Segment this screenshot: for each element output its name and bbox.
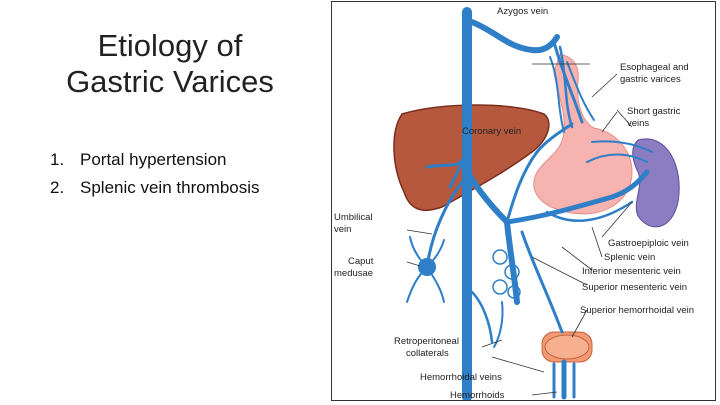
caput-medusae bbox=[418, 258, 436, 276]
portal-branch-left bbox=[425, 160, 464, 169]
label-coronary-vein: Coronary vein bbox=[462, 126, 521, 137]
portal-venous-diagram: Azygos vein Esophageal and gastric varic… bbox=[334, 6, 694, 401]
stomach bbox=[533, 53, 633, 215]
label-umbilical-2: vein bbox=[334, 224, 351, 235]
label-inferior-mesenteric: Inferior mesenteric vein bbox=[582, 266, 681, 277]
label-esophageal-2: gastric varices bbox=[620, 74, 681, 85]
vein-network bbox=[406, 7, 653, 400]
portal-branch-right bbox=[448, 160, 464, 189]
azygos-vein bbox=[469, 19, 560, 54]
esophageal-varices bbox=[552, 40, 584, 124]
label-retroperitoneal-1: Retroperitoneal bbox=[394, 336, 459, 347]
label-hemorrhoidal-veins: Hemorrhoidal veins bbox=[420, 372, 502, 383]
umbilical-vein bbox=[425, 180, 464, 269]
retroperitoneal-collaterals bbox=[470, 290, 494, 344]
inferior-mesenteric-vein bbox=[520, 230, 564, 334]
label-retroperitoneal-2: collaterals bbox=[406, 348, 449, 359]
list-text: Splenic vein thrombosis bbox=[80, 178, 260, 197]
anatomy-figure: Azygos vein Esophageal and gastric varic… bbox=[331, 1, 716, 401]
label-azygos-vein: Azygos vein bbox=[497, 6, 548, 17]
title-line-1: Etiology of bbox=[97, 28, 243, 63]
label-short-gastric-2: veins bbox=[627, 118, 649, 129]
label-esophageal-1: Esophageal and bbox=[620, 62, 689, 73]
label-caput-2: medusae bbox=[334, 268, 373, 279]
portal-vein bbox=[459, 159, 510, 225]
short-gastric bbox=[586, 153, 648, 163]
label-short-gastric-1: Short gastric bbox=[627, 106, 681, 117]
label-superior-hemorrhoidal: Superior hemorrhoidal vein bbox=[580, 305, 694, 316]
splenic-vein bbox=[504, 169, 650, 225]
slide-title: Etiology of Gastric Varices bbox=[40, 28, 300, 100]
list-text: Portal hypertension bbox=[80, 150, 227, 169]
gastroepiploic-vein bbox=[545, 200, 634, 222]
label-superior-mesenteric: Superior mesenteric vein bbox=[582, 282, 687, 293]
list-item: 2. Splenic vein thrombosis bbox=[50, 174, 260, 202]
label-gastroepiploic: Gastroepiploic vein bbox=[608, 238, 689, 249]
label-caput-1: Caput bbox=[348, 256, 374, 267]
label-umbilical-1: Umbilical bbox=[334, 212, 373, 223]
label-hemorrhoids: Hemorrhoids bbox=[450, 390, 505, 401]
list-number: 1. bbox=[50, 150, 65, 169]
etiology-list: 1. Portal hypertension 2. Splenic vein thr… bbox=[50, 146, 260, 202]
coronary-vein bbox=[505, 122, 574, 224]
title-line-2: Gastric Varices bbox=[66, 64, 274, 99]
mesenteric-plexus bbox=[492, 249, 521, 299]
rectum bbox=[541, 331, 593, 363]
label-splenic-vein: Splenic vein bbox=[604, 252, 655, 263]
list-number: 2. bbox=[50, 178, 65, 197]
superior-mesenteric-vein bbox=[504, 219, 520, 305]
leader-lines bbox=[406, 63, 633, 396]
list-item: 1. Portal hypertension bbox=[50, 146, 260, 174]
